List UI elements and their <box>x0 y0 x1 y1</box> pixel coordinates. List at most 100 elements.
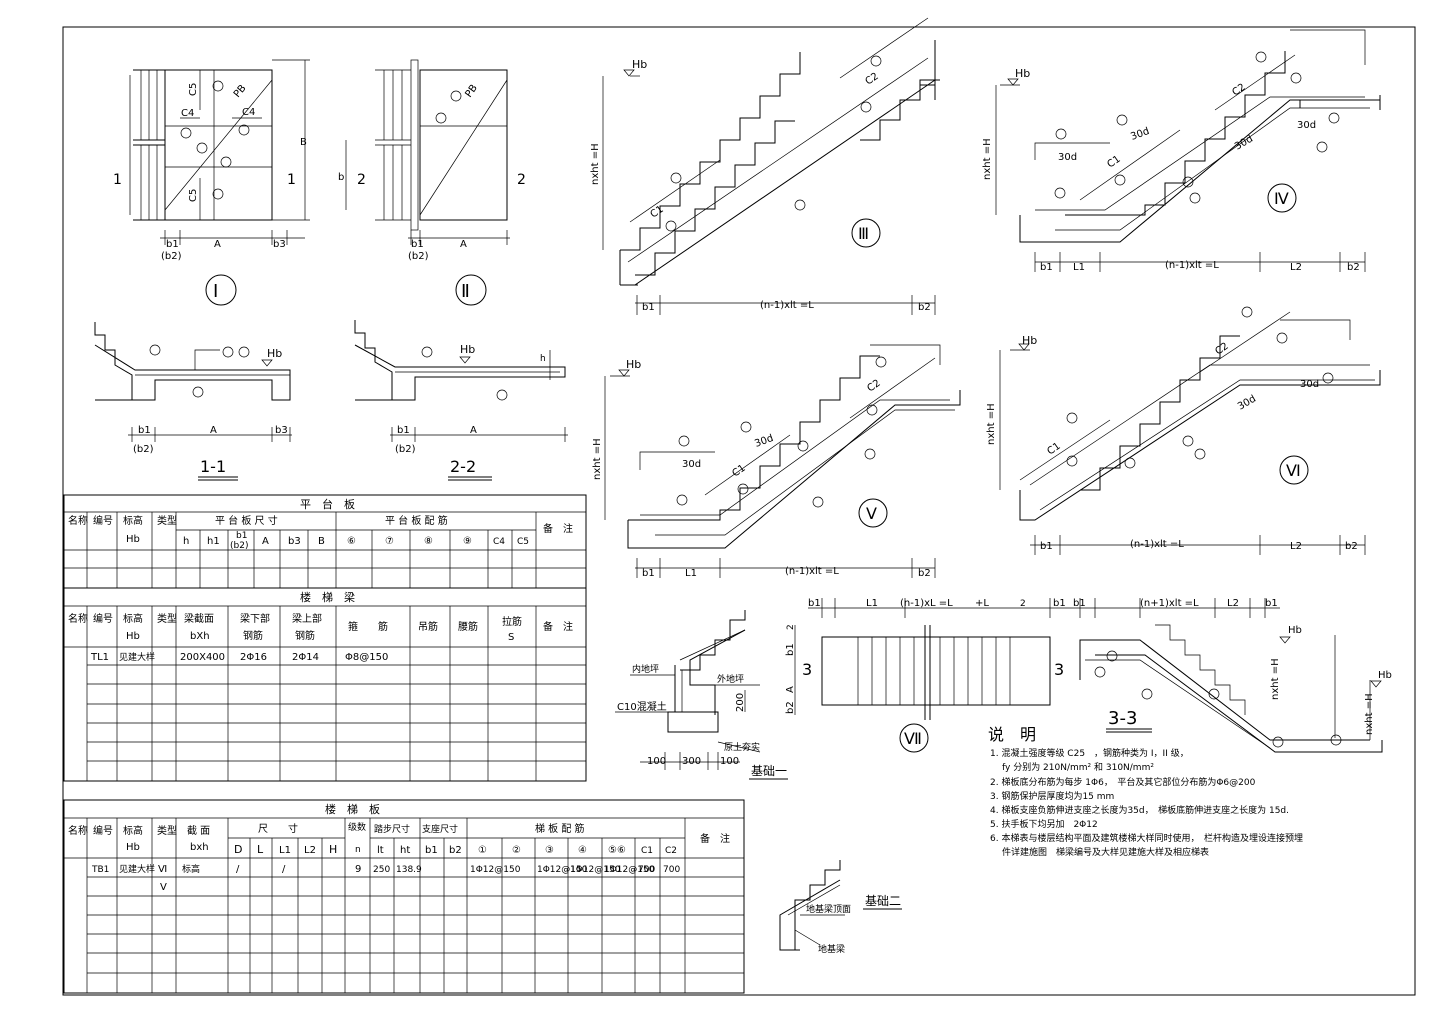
header-sub: ht <box>400 845 410 856</box>
dim-span: (n-1)xlt =L <box>1165 260 1219 271</box>
stair-section-6: Hb nxht =H 30d 30d C1 C2 b1 (n-1)xlt =L … <box>986 306 1381 555</box>
cell-section: 200X400 <box>180 652 225 663</box>
dim-b2: b2 <box>1345 541 1358 552</box>
header-name: 名称 <box>68 514 88 527</box>
note-item: 1. 混凝土强度等级 C25 ，钢筋种类为 I，II 级， <box>990 747 1189 759</box>
section-3-3: Hb Hb nxht =H nxht =H b1 (n+1)xlt =L L2 … <box>1073 598 1392 753</box>
cell-steps: 9 <box>355 864 361 875</box>
header-tie-bar: 拉筋 <box>502 615 522 628</box>
label-30d: 30d <box>753 433 775 450</box>
header-section: 梁截面 <box>184 612 214 625</box>
table-stair-beam <box>63 587 587 782</box>
header-code: 编号 <box>93 514 113 527</box>
dim-b1: b1 <box>785 643 796 656</box>
cell-elev: 见建大样 <box>119 651 155 663</box>
cell-elev: 见建大样 <box>119 863 155 875</box>
header-code: 编号 <box>93 824 113 837</box>
cut-mark-2: 2 <box>357 172 366 188</box>
dim-b1: b1 <box>642 302 655 313</box>
view-title-1: Ⅰ <box>213 281 218 302</box>
header-bottom-bar-sub: 钢筋 <box>243 629 263 642</box>
dim-span: (n-1)xlt =L <box>1130 539 1184 550</box>
dim-height: nxht =H <box>986 403 997 445</box>
section-title-3-3: 3-3 <box>1108 708 1137 729</box>
header-type: 类型 <box>157 612 177 625</box>
header-sub: ⑥ <box>347 536 356 547</box>
dim-100: 100 <box>647 756 666 767</box>
header-sub: (b2) <box>230 541 248 551</box>
dim-plus-l: +L <box>975 598 989 609</box>
header-sub: C5 <box>517 537 529 547</box>
label-hb: Hb <box>626 358 641 371</box>
table-title: 楼 梯 梁 <box>300 590 355 604</box>
cell-type: Ⅵ <box>158 864 167 875</box>
label-beam-top: 地基梁顶面 <box>806 903 851 915</box>
label-pb: PB <box>232 83 249 100</box>
dim-b2: (b2) <box>395 444 416 455</box>
notes-title: 说 明 <box>988 725 1036 744</box>
dim-l2: L2 <box>1290 541 1302 552</box>
foundation-title-2: 基础二 <box>865 894 901 908</box>
dim-two: 2 <box>1020 599 1026 609</box>
cell-rebar-1: 1Φ12@150 <box>470 865 521 875</box>
label-30d: 30d <box>1058 152 1077 163</box>
dim-B: B <box>300 137 307 148</box>
dim-span: (n-1)xlt =L <box>760 300 814 311</box>
view-title-3: Ⅲ <box>858 224 869 243</box>
header-sub: ① <box>478 845 487 856</box>
cell-ht: 138.9 <box>396 865 422 875</box>
header-sub: b2 <box>449 845 462 856</box>
label-hb: Hb <box>1378 670 1392 681</box>
label-c2: C2 <box>865 378 882 395</box>
header-tie-bar-sub: S <box>508 632 514 643</box>
view-title-4: Ⅳ <box>1274 189 1289 208</box>
dim-A: A <box>210 425 217 436</box>
dim-b2: b2 <box>918 568 931 579</box>
cell-d: / <box>236 864 240 875</box>
header-sub: D <box>234 843 242 856</box>
note-item: 5. 扶手板下均另加 2Φ12 <box>990 818 1098 830</box>
dim-height: nxht =H <box>982 138 993 180</box>
label-c4: C4 <box>181 108 194 119</box>
header-elev: 标高 <box>123 612 143 625</box>
header-sub: C4 <box>493 537 505 547</box>
cell-l1: / <box>282 864 286 875</box>
header-size: 尺 寸 <box>258 822 298 835</box>
header-elev: 标高 <box>123 514 143 527</box>
header-section-sub: bXh <box>190 631 210 642</box>
header-elev: 标高 <box>123 824 143 837</box>
dim-two: 2 <box>786 624 796 630</box>
cell-stirrup: Φ8@150 <box>345 652 388 663</box>
foundation-detail-1: 内地坪 外地坪 C10混凝土 200 原土夯实 100 300 100 基础一 <box>615 610 788 780</box>
header-waist-bar: 腰筋 <box>458 620 478 633</box>
dim-b3: b3 <box>275 425 288 436</box>
label-c10-concrete: C10混凝土 <box>617 700 667 713</box>
cell-top-bar: 2Φ14 <box>292 652 319 663</box>
dim-b1: b1 <box>1053 598 1066 609</box>
stair-section-4: Hb nxht =H 30d 30d 30d 30d C1 C2 b1 L1 (… <box>982 29 1381 273</box>
note-item: 3. 钢筋保护层厚度均为15 mm <box>990 790 1114 802</box>
header-sub: L <box>257 843 264 856</box>
header-sub: lt <box>377 845 384 856</box>
header-sub: ③ <box>545 845 554 856</box>
dim-b1: b1 <box>1265 598 1278 609</box>
dim-b2: b2 <box>1347 262 1360 273</box>
dim-b1: b1 <box>411 239 424 250</box>
dim-l2: L2 <box>1227 598 1239 609</box>
header-sub: ② <box>512 845 521 856</box>
view-title-7: Ⅶ <box>904 729 922 748</box>
cell-bottom-bar: 2Φ16 <box>240 652 267 663</box>
label-outdoor-grade: 外地坪 <box>717 673 744 685</box>
label-hb: Hb <box>1015 67 1030 80</box>
cell-see-detail: 标高 <box>182 863 200 875</box>
header-remark: 备 注 <box>543 620 573 633</box>
stair-section-3: Hb nxht =H b1 (n-1)xlt =L b2 C1 C2 Ⅲ <box>590 17 940 315</box>
section-1-1: Hb b1 (b2) A b3 1-1 <box>94 322 292 481</box>
dim-300: 300 <box>682 756 701 767</box>
header-stirrup: 箍 筋 <box>348 620 388 633</box>
dim-b: b <box>338 172 344 183</box>
dim-height: nxht =H <box>1364 693 1375 735</box>
header-sub: C1 <box>641 846 653 856</box>
view-title-2: Ⅱ <box>461 281 470 302</box>
